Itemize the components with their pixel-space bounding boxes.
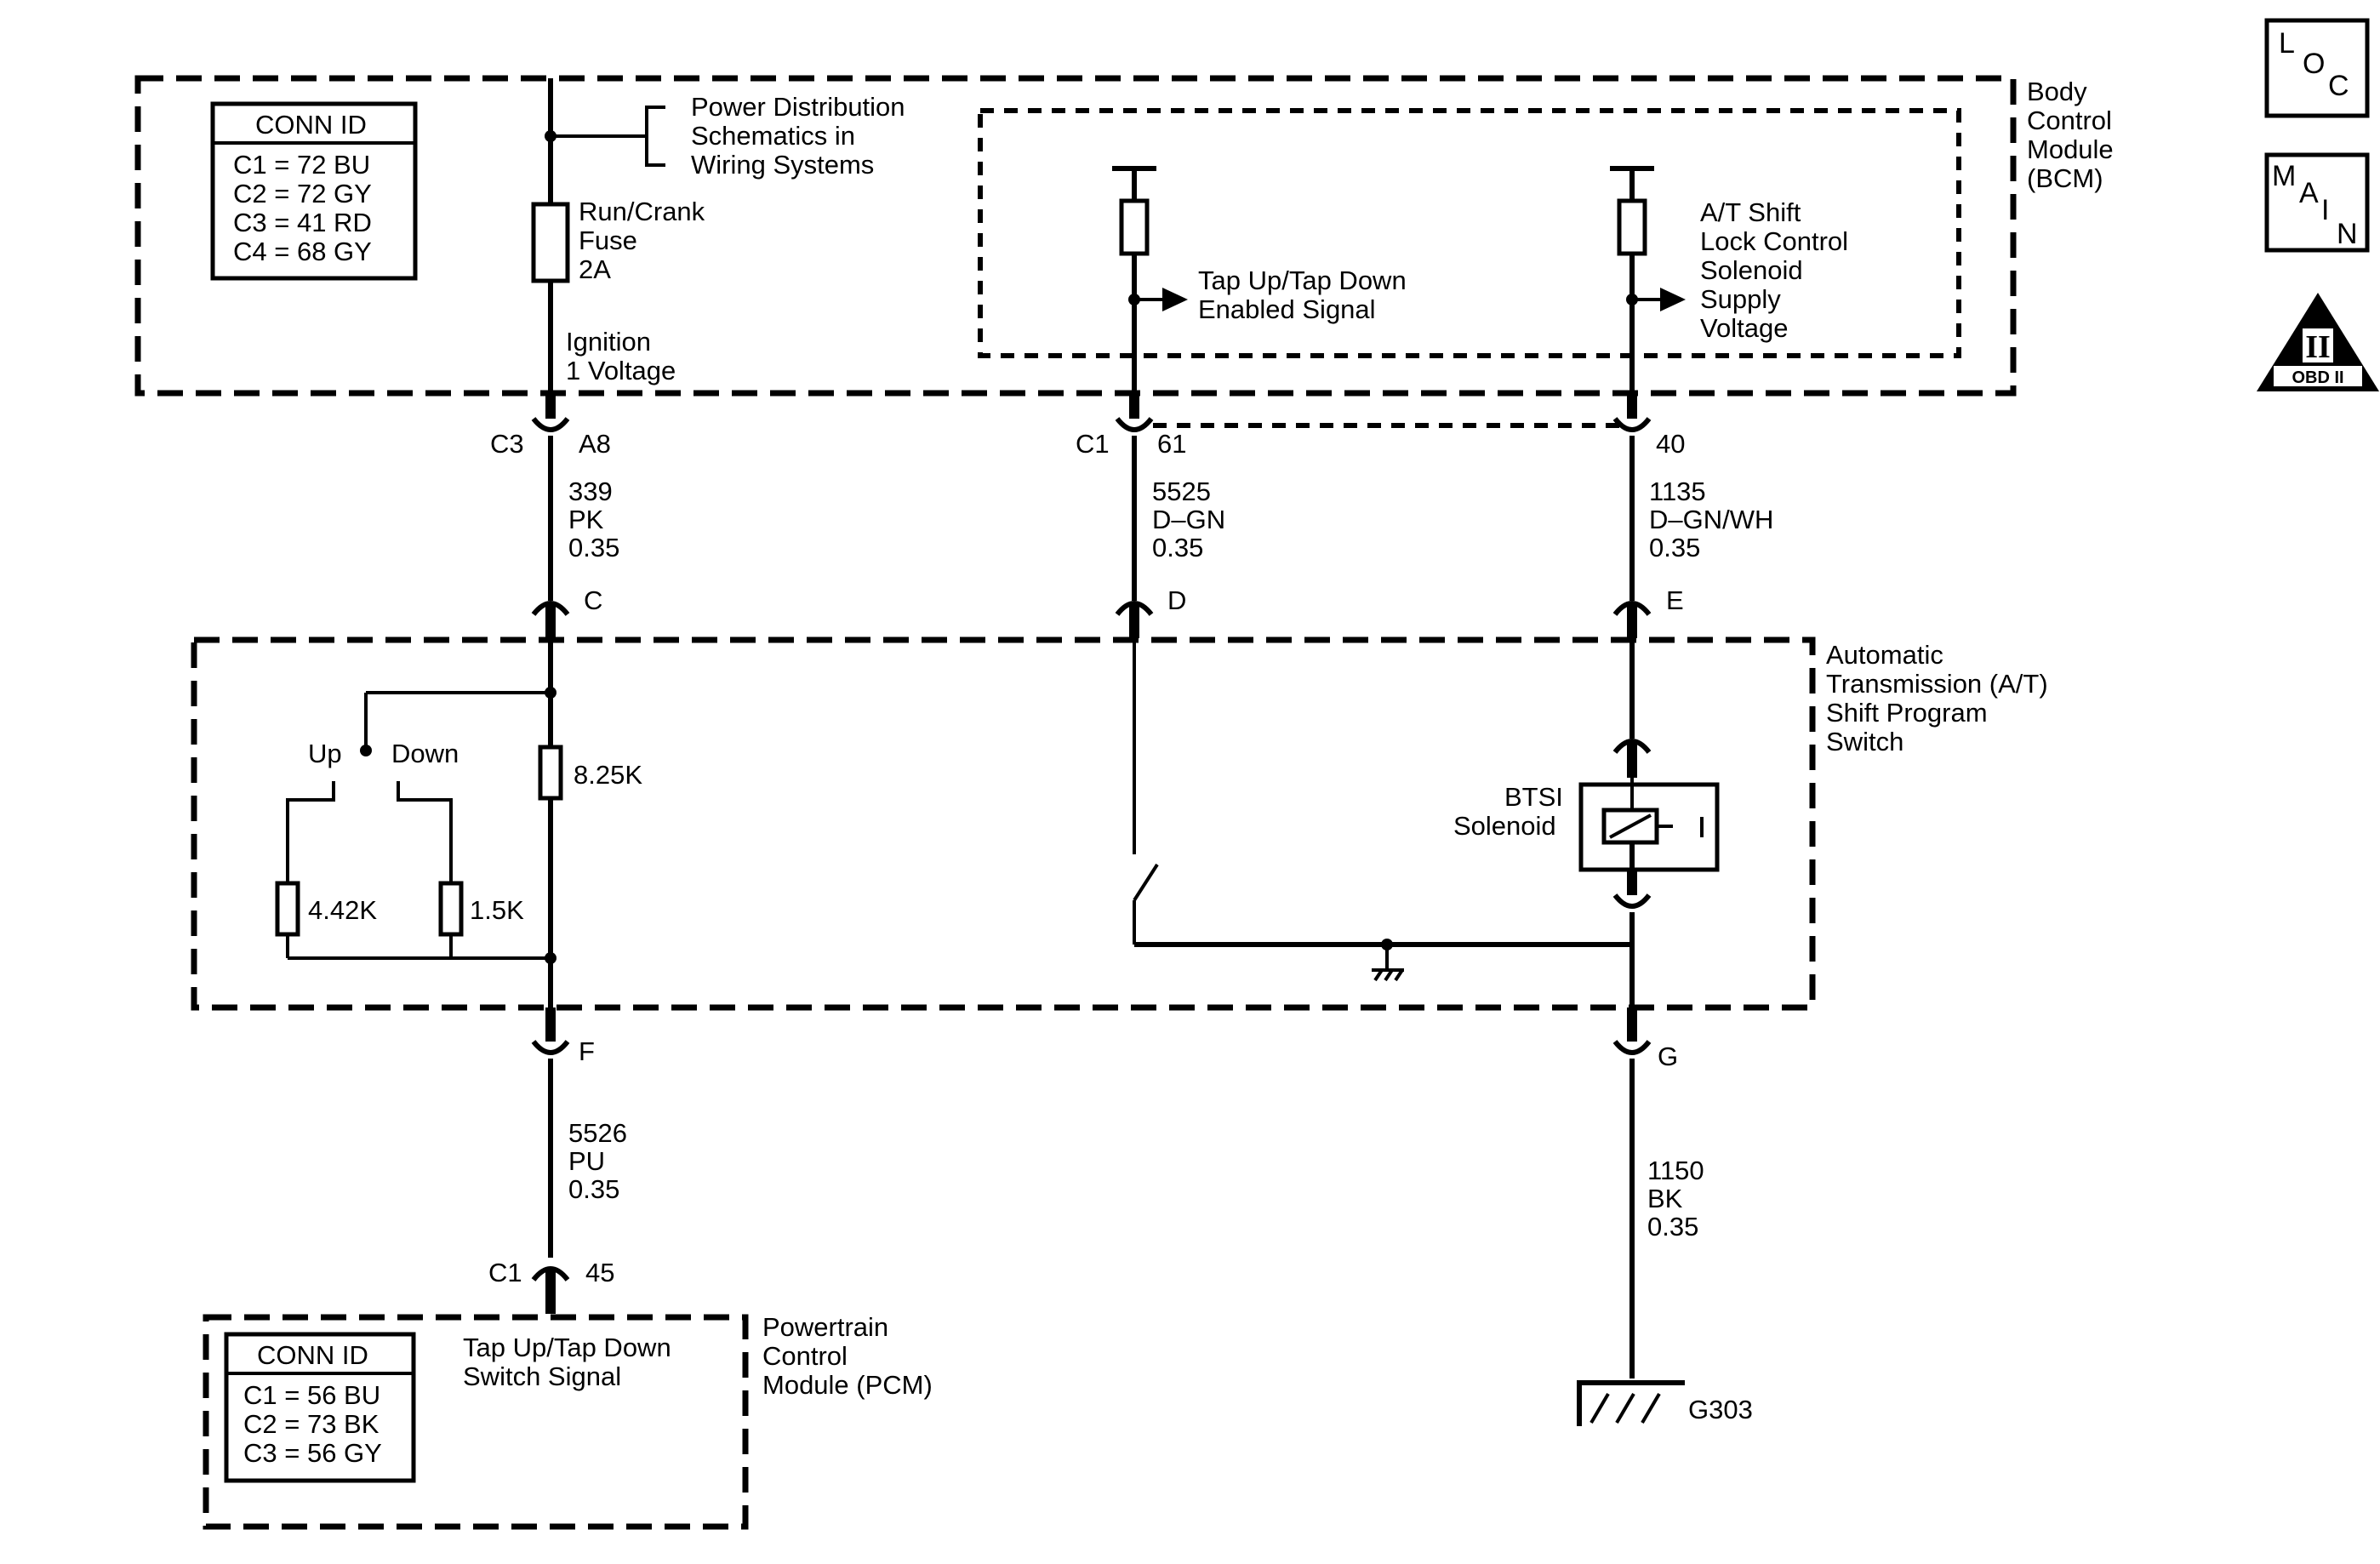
connector-d xyxy=(1115,601,1154,616)
shift-lock-supply-label: A/T Shift Lock Control Solenoid Supply V… xyxy=(1700,197,1856,343)
loc-letter: L xyxy=(2279,27,2295,60)
power-distribution-ref: Power Distribution Schematics in Wiring … xyxy=(691,92,912,180)
power-distribution-brace xyxy=(645,106,665,167)
main-letter: A xyxy=(2299,177,2319,209)
wire-1150-label: 1150 BK 0.35 xyxy=(1647,1156,1711,1241)
bcm-conn-id-row: C2 = 72 GY xyxy=(233,179,372,208)
bcm-conn-id-row: C4 = 68 GY xyxy=(233,237,372,266)
connector-c3-a8 xyxy=(531,417,570,432)
connector-40 xyxy=(1612,417,1652,432)
loc-letter: C xyxy=(2328,70,2349,102)
pin-label: G xyxy=(1658,1042,1678,1071)
pullup-resistor xyxy=(1119,198,1150,256)
wire-5525-label: 5525 D–GN 0.35 xyxy=(1152,477,1233,562)
run-crank-fuse xyxy=(531,202,570,283)
btsi-solenoid-label: BTSI Solenoid xyxy=(1453,782,1571,841)
pcm-boundary xyxy=(203,1314,749,1530)
loc-letter: O xyxy=(2303,48,2325,80)
pcm-conn-id-table: CONN ID C1 = 56 BU C2 = 73 BK C3 = 56 GY xyxy=(224,1332,416,1483)
connector-c xyxy=(531,601,570,616)
ground-g303-icon xyxy=(1577,1380,1685,1426)
pcm-conn-id-row: C2 = 73 BK xyxy=(243,1409,380,1439)
bcm-conn-id-title: CONN ID xyxy=(255,110,367,140)
pin-label: 45 xyxy=(585,1258,614,1287)
resistor-8-25k xyxy=(538,745,563,801)
bcm-boundary xyxy=(134,75,2017,397)
ignition-label: Ignition 1 Voltage xyxy=(566,327,676,385)
shift-program-switch-boundary xyxy=(191,636,1816,1011)
pin-label: C xyxy=(584,585,602,615)
connector-label: C3 xyxy=(490,429,524,459)
connector-label: C1 xyxy=(488,1258,522,1287)
main-letter: I xyxy=(2321,194,2329,226)
bcm-conn-id-row: C1 = 72 BU xyxy=(233,150,370,180)
connector-f xyxy=(531,1040,570,1055)
connector-c1-45 xyxy=(531,1266,570,1281)
wire-339-label: 339 PK 0.35 xyxy=(568,477,619,562)
connector-c1-61 xyxy=(1115,417,1154,432)
tap-enable-switch xyxy=(1133,863,1159,902)
bcm-conn-id-row: C3 = 41 RD xyxy=(233,208,372,237)
connector-label: C1 xyxy=(1076,429,1110,459)
pin-label: A8 xyxy=(579,429,611,459)
tap-up-contact xyxy=(286,781,335,895)
wire-5526-label: 5526 PU 0.35 xyxy=(568,1118,635,1204)
pin-label: E xyxy=(1666,585,1684,615)
resistor-1-5k xyxy=(438,881,464,937)
resistor-label: 1.5K xyxy=(470,895,524,925)
shift-program-switch-label: Automatic Transmission (A/T) Shift Progr… xyxy=(1826,640,2055,756)
bcm-conn-id-table: CONN ID C1 = 72 BU C2 = 72 GY C3 = 41 RD… xyxy=(210,101,418,281)
pin-label: 40 xyxy=(1656,429,1685,459)
main-button[interactable]: M A I N xyxy=(2264,152,2370,253)
resistor-label: 8.25K xyxy=(574,760,642,790)
ground-label: G303 xyxy=(1688,1395,1753,1424)
wire-1135-label: 1135 D–GN/WH 0.35 xyxy=(1649,477,1781,562)
signal-arrow-icon xyxy=(1660,288,1686,311)
resistor-label: 4.42K xyxy=(308,895,377,925)
pcm-label: Powertrain Control Module (PCM) xyxy=(762,1312,933,1400)
pcm-signal-label: Tap Up/Tap Down Switch Signal xyxy=(463,1333,678,1391)
bcm-label: Body Control Module (BCM) xyxy=(2027,77,2120,193)
pcm-conn-id-title: CONN ID xyxy=(257,1340,368,1370)
obd-label: OBD II xyxy=(2292,368,2343,387)
fuse-label: Run/Crank Fuse 2A xyxy=(579,197,712,284)
pin-label: 61 xyxy=(1157,429,1186,459)
tap-down-contact xyxy=(397,781,453,895)
loc-button[interactable]: L O C xyxy=(2264,18,2370,118)
resistor-4-42k xyxy=(275,881,300,937)
supply-resistor xyxy=(1617,198,1647,256)
connector-e xyxy=(1612,601,1652,616)
switch-up-label: Up xyxy=(308,739,342,768)
obd-numeral: II xyxy=(2305,329,2331,365)
pin-label: F xyxy=(579,1036,595,1066)
signal-arrow-icon xyxy=(1162,288,1188,311)
bcm-inner-boundary xyxy=(978,108,1961,358)
pin-label: D xyxy=(1167,585,1186,615)
connector-g xyxy=(1612,1040,1652,1055)
main-letter: M xyxy=(2272,160,2296,192)
pcm-conn-id-row: C1 = 56 BU xyxy=(243,1380,380,1410)
obd-ii-button[interactable]: II OBD II xyxy=(2257,293,2379,391)
pcm-conn-id-row: C3 = 56 GY xyxy=(243,1438,382,1468)
switch-down-label: Down xyxy=(391,739,459,768)
main-letter: N xyxy=(2337,218,2358,250)
tap-enabled-signal-label: Tap Up/Tap Down Enabled Signal xyxy=(1198,265,1413,324)
